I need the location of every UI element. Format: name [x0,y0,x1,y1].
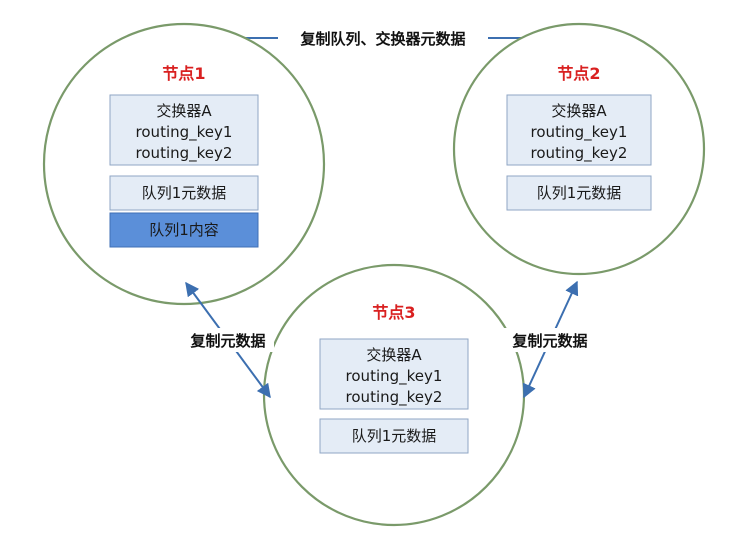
node-2-exchange-rect [506,94,652,166]
node-1-exchange-rect [109,94,259,166]
top-label-background [278,24,488,52]
node-3-exchange-box: 交换器A routing_key1 routing_key2 [319,338,469,410]
top-edge-label: 复制队列、交换器元数据 [299,30,465,48]
node-3-routing-key-1: routing_key1 [346,367,443,386]
node-1-exchange-name: 交换器A [156,102,212,120]
left-replication-edge: 复制元数据 [182,281,274,399]
node-2-metadata-label: 队列1元数据 [537,184,622,202]
node-1-title: 节点1 [162,64,205,83]
node-2-exchange-box: 交换器A routing_key1 routing_key2 [506,94,652,166]
node-1-content-label: 队列1内容 [149,221,219,239]
node-1-routing-key-1: routing_key1 [136,123,233,142]
node-3-metadata-label: 队列1元数据 [352,427,437,445]
node-2-metadata-box: 队列1元数据 [506,175,652,211]
node-2-routing-key-1: routing_key1 [531,123,628,142]
node-1-metadata-box: 队列1元数据 [109,175,259,211]
node-3-exchange-name: 交换器A [366,346,422,364]
node-3-metadata-rect [319,418,469,454]
node-1-routing-key-2: routing_key2 [136,144,233,163]
node-1-metadata-rect [109,175,259,211]
node-1-exchange-box: 交换器A routing_key1 routing_key2 [109,94,259,166]
node-2-routing-key-2: routing_key2 [531,144,628,163]
node-3-routing-key-2: routing_key2 [346,388,443,407]
node-1: 节点1 交换器A routing_key1 routing_key2 队列1元数… [42,22,326,306]
node-1-content-box: 队列1内容 [109,212,259,248]
node-2: 节点2 交换器A routing_key1 routing_key2 队列1元数… [452,22,706,276]
node-3: 节点3 交换器A routing_key1 routing_key2 队列1元数… [262,263,526,527]
node-3-exchange-rect [319,338,469,410]
right-label-background [504,328,596,352]
node-1-metadata-label: 队列1元数据 [142,184,227,202]
node-3-metadata-box: 队列1元数据 [319,418,469,454]
node-2-title: 节点2 [557,64,600,83]
node-2-exchange-name: 交换器A [551,102,607,120]
left-label-background [182,328,274,352]
node-3-title: 节点3 [372,303,415,322]
left-edge-label: 复制元数据 [189,332,265,350]
node-1-content-rect [109,212,259,248]
right-edge-label: 复制元数据 [511,332,587,350]
top-replication-edge: 复制队列、交换器元数据 [183,24,580,52]
right-replication-edge: 复制元数据 [504,280,596,399]
node-2-metadata-rect [506,175,652,211]
